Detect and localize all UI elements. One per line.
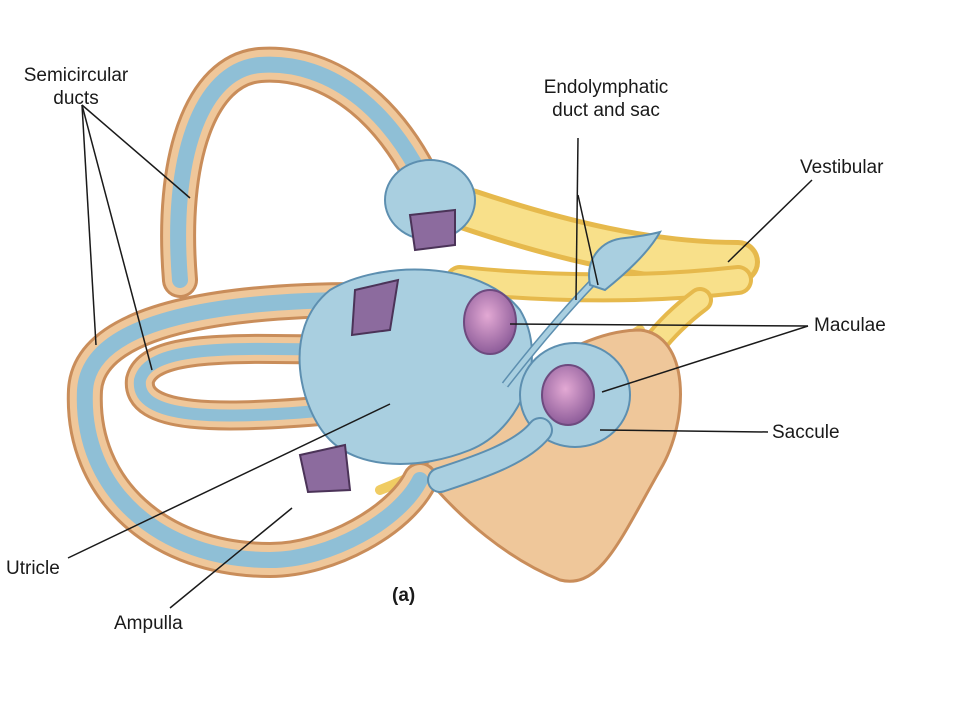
- leader-lines: [67, 104, 813, 609]
- endolymphatic-label-line1: Endolymphatic: [543, 77, 669, 98]
- endolymphatic-label-line2: duct and sac: [552, 100, 660, 121]
- semicircular-ducts-label-line1: Semicircular: [23, 65, 129, 86]
- panel-label: (a): [392, 585, 416, 606]
- ampulla-cristae: [298, 208, 456, 494]
- semicircular-ducts-label: Semicircular ducts: [16, 64, 136, 110]
- ampulla-label: Ampulla: [114, 613, 183, 634]
- maculae-label: Maculae: [814, 315, 886, 336]
- maculae: [463, 289, 595, 426]
- endolymphatic-duct-sac: [501, 230, 663, 388]
- saccule-label: Saccule: [772, 422, 840, 443]
- vestibular-label: Vestibular: [800, 157, 884, 178]
- semicircular-ducts-label-line2: ducts: [53, 88, 99, 109]
- endolymphatic-label: Endolymphatic duct and sac: [526, 76, 686, 122]
- utricle-label: Utricle: [6, 558, 60, 579]
- utricle-macula: [463, 289, 517, 355]
- saccule-macula: [541, 364, 595, 426]
- semicircular-ducts: [66, 46, 458, 579]
